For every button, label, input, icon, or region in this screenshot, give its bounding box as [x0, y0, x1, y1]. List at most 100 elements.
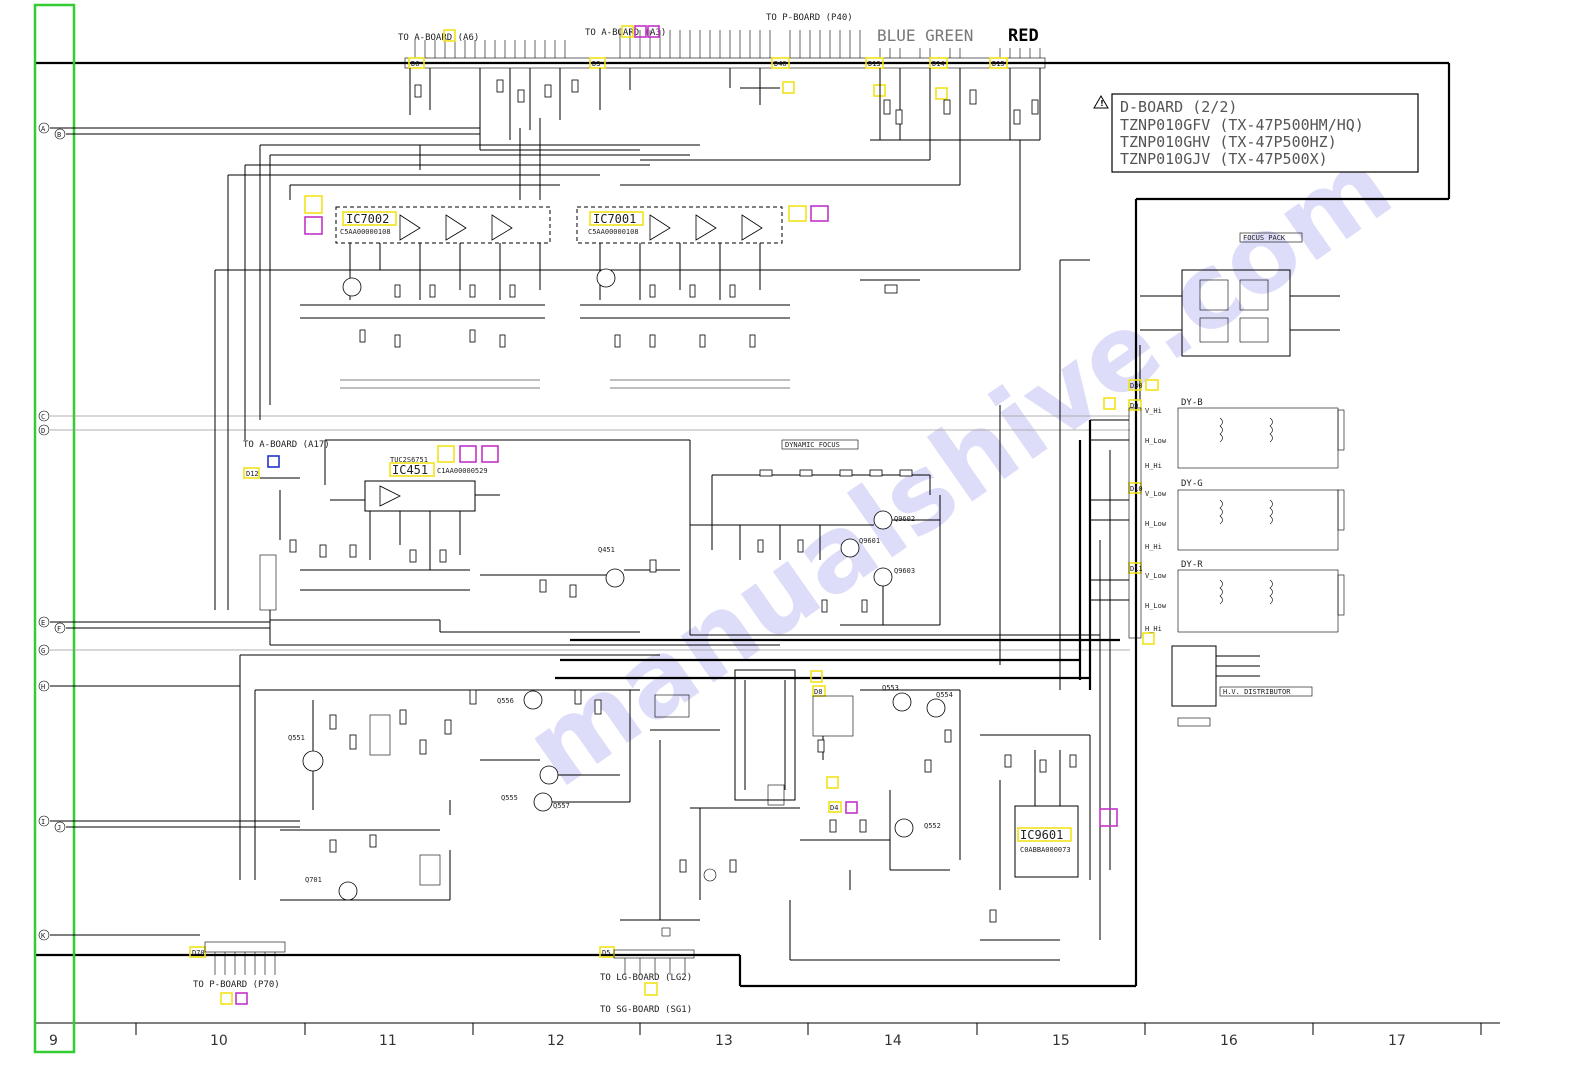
ic7002-part: C5AA00000108	[340, 228, 391, 236]
connector-label-a17: TO A-BOARD (A17)	[243, 440, 330, 450]
svg-text:!: !	[1100, 99, 1104, 108]
right-middle-wiring	[555, 259, 1120, 940]
h-hi-label: H_Hi	[1145, 625, 1162, 633]
row-wires	[50, 127, 1130, 936]
transistor-label: Q556	[497, 697, 514, 705]
column-labels: 9 10 11 12 13 14 15 16 17	[49, 1033, 1406, 1049]
title-block: ! D-BOARD (2/2) TZNP010GFV (TX-47P500HM/…	[1093, 93, 1419, 173]
row-marker: C	[41, 413, 45, 421]
transistor-label: Q553	[882, 684, 899, 692]
connector-ref: D15	[992, 60, 1005, 68]
hv-distributor-block: H.V. DISTRIBUTOR	[1171, 645, 1313, 727]
dy-r-label: DY-R	[1181, 560, 1203, 570]
hv-distributor-label: H.V. DISTRIBUTOR	[1223, 688, 1291, 696]
connector-ref: D11	[1130, 565, 1143, 573]
h-hi-label: H_Hi	[1145, 543, 1162, 551]
row-marker: D	[41, 427, 45, 435]
board-model: TZNP010GJV (TX-47P500X)	[1120, 150, 1328, 168]
q451-area: Q451	[480, 546, 680, 598]
column-scale	[135, 1023, 1482, 1035]
column-label: 12	[547, 1033, 565, 1049]
bottom-left-connector: D70 TO P-BOARD (P70)	[189, 941, 286, 1005]
column-9-highlight	[33, 3, 76, 1054]
header-blue-green: BLUE GREEN	[877, 26, 973, 45]
bottom-center-connector: D5 TO LG-BOARD (LG2) TO SG-BOARD (SG1)	[599, 946, 695, 1015]
focus-pack-label: FOCUS PACK	[1243, 234, 1286, 242]
connector-ref: D5	[602, 949, 610, 957]
row-marker: K	[41, 932, 46, 940]
board-model: TZNP010GHV (TX-47P500HZ)	[1120, 133, 1337, 151]
dy-g-label: DY-G	[1181, 479, 1203, 489]
column-label: 15	[1052, 1033, 1070, 1049]
deflection-yokes: D30 D9 D10 D11 DY-B V_Hi H_Low H_Hi DY-G…	[1078, 379, 1345, 690]
transistor-label: Q9601	[859, 537, 880, 545]
ic7001-label: IC7001	[593, 212, 636, 226]
bottom-center-transformer	[620, 669, 800, 937]
watermark: manualshive.com	[504, 124, 1412, 811]
transistor-label: Q554	[936, 691, 953, 699]
highlight-box	[647, 25, 660, 38]
ic451-ref: TUC2S6751	[390, 456, 428, 464]
ic451-block: TUC2S6751 IC451 C1AA00000529	[289, 445, 500, 591]
ic9601-label: IC9601	[1020, 828, 1063, 842]
bottom-left-power: Q551 Q556 Q555 Q557	[254, 689, 640, 880]
vertical-output-stage: Q553 Q554 Q552	[789, 684, 1060, 961]
connector-ref: D13	[868, 60, 881, 68]
row-marker: G	[41, 647, 45, 655]
h-low-label: H_Low	[1145, 437, 1167, 445]
board-title: D-BOARD (2/2)	[1120, 98, 1237, 116]
highlight-box	[782, 81, 795, 94]
d8-d4-region: D8 D4	[800, 670, 890, 841]
row-marker: A	[41, 125, 46, 133]
highlight-box	[267, 455, 280, 468]
transistor-label: Q9603	[894, 567, 915, 575]
h-low-label: H_Low	[1145, 520, 1167, 528]
row-marker: E	[41, 619, 45, 627]
connector-ref: D10	[1130, 485, 1143, 493]
connector-ref-box	[243, 467, 260, 479]
connector-label-a3: TO A-BOARD (A3)	[585, 28, 666, 38]
connector-ref: D9	[1130, 402, 1138, 410]
transistor-label: Q555	[501, 794, 518, 802]
connector-ref: D8	[814, 688, 822, 696]
connector-label-sg1: TO SG-BOARD (SG1)	[600, 1005, 692, 1015]
ic451-part: C1AA00000529	[437, 467, 488, 475]
column-label: 11	[379, 1033, 397, 1049]
top-left-discretes	[409, 68, 780, 150]
connector-ref: D30	[1130, 382, 1143, 390]
column-label: 9	[49, 1033, 58, 1049]
row-marker: I	[41, 818, 45, 826]
v-low-label: V_Low	[1145, 490, 1167, 498]
connector-ref: D14	[932, 60, 945, 68]
h-low-label: H_Low	[1145, 602, 1167, 610]
v-hi-label: V_Hi	[1145, 407, 1162, 415]
bus-lines	[214, 110, 1021, 610]
column-label: 14	[884, 1033, 902, 1049]
connector-ref: D6	[411, 60, 419, 68]
connector-ref: D4	[830, 804, 838, 812]
connector-label-lg2: TO LG-BOARD (LG2)	[600, 973, 692, 983]
q701-area: Q701	[280, 829, 451, 901]
top-right-drivers	[870, 68, 1041, 160]
ic9601-part: C0ABBA000073	[1020, 846, 1071, 854]
row-marker: J	[57, 824, 61, 832]
v-low-label: V_Low	[1145, 572, 1167, 580]
h-hi-label: H_Hi	[1145, 462, 1162, 470]
header-red: RED	[1008, 26, 1039, 46]
transistor-label: Q9602	[894, 515, 915, 523]
focus-pack-block: FOCUS PACK	[1139, 232, 1340, 400]
dynamic-focus-label: DYNAMIC FOCUS	[785, 441, 840, 449]
connector-ref: D3	[592, 60, 600, 68]
connector-ref: D70	[192, 949, 205, 957]
top-connector-refs: D6 D3 D40 D13 D14 D15	[408, 57, 1008, 69]
row-marker: B	[57, 131, 61, 139]
transistor-label: Q701	[305, 876, 322, 884]
ic7001-block: IC7001 C5AA00000108	[576, 205, 920, 389]
connector-ref: D40	[774, 60, 787, 68]
highlight-box	[443, 29, 456, 42]
connector-label-p40: TO P-BOARD (P40)	[766, 13, 853, 23]
highlight-box	[621, 25, 634, 38]
transistor-label: Q451	[598, 546, 615, 554]
column-label: 10	[210, 1033, 228, 1049]
